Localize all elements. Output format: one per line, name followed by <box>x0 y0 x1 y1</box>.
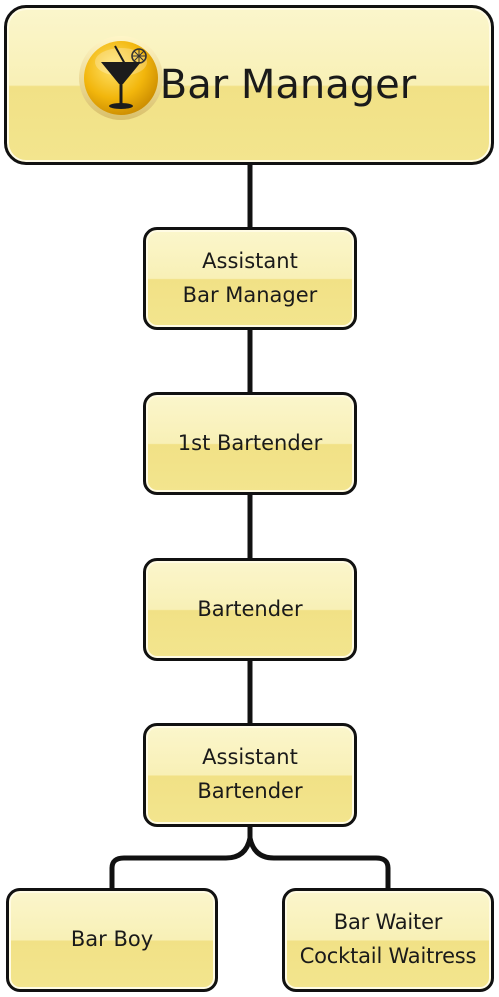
connector-brace-to-bottom-row <box>109 835 391 892</box>
node-label: Assistant Bartender <box>197 745 303 803</box>
node-bar-boy: Bar Boy <box>6 888 218 992</box>
node-label: Bartender <box>197 596 303 621</box>
node-bar-waiter-cocktail-waitress: Bar Waiter Cocktail Waitress <box>282 888 494 992</box>
node-label: Bar Manager <box>159 62 417 108</box>
node-1st-bartender: 1st Bartender <box>143 392 357 495</box>
node-bartender: Bartender <box>143 558 357 661</box>
node-label: Bar Waiter Cocktail Waitress <box>299 910 477 968</box>
node-label: 1st Bartender <box>177 430 323 455</box>
node-assistant-bartender: Assistant Bartender <box>143 723 357 827</box>
node-assistant-bar-manager: Assistant Bar Manager <box>143 227 357 330</box>
node-label: Assistant Bar Manager <box>182 248 318 307</box>
cocktail-glass-icon <box>79 36 163 120</box>
node-label: Bar Boy <box>70 927 154 952</box>
node-bar-manager: Bar Manager <box>4 5 494 165</box>
